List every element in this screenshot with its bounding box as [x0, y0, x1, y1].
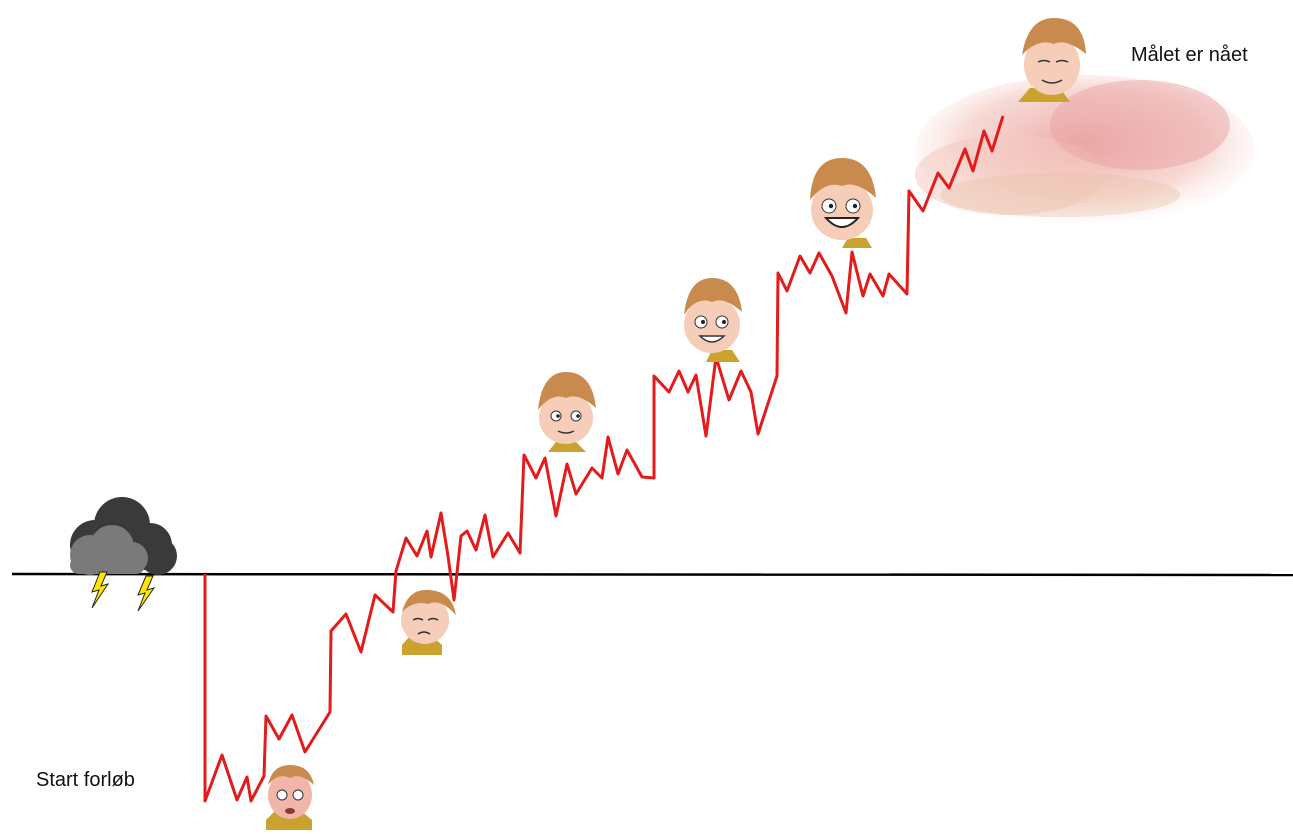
start-label: Start forløb — [36, 769, 135, 791]
neutral-face-icon — [538, 372, 596, 452]
progress-path — [203, 115, 1005, 803]
crying-face-icon — [266, 765, 314, 830]
goal-label: Målet er nået — [1131, 44, 1248, 66]
smiling-face-icon — [684, 278, 742, 362]
grinning-face-icon — [810, 158, 876, 248]
storm-cloud-lightning-icon — [70, 497, 177, 612]
content-face-icon — [1018, 18, 1086, 102]
sad-face-icon — [401, 589, 456, 655]
baseline — [11, 572, 1293, 577]
